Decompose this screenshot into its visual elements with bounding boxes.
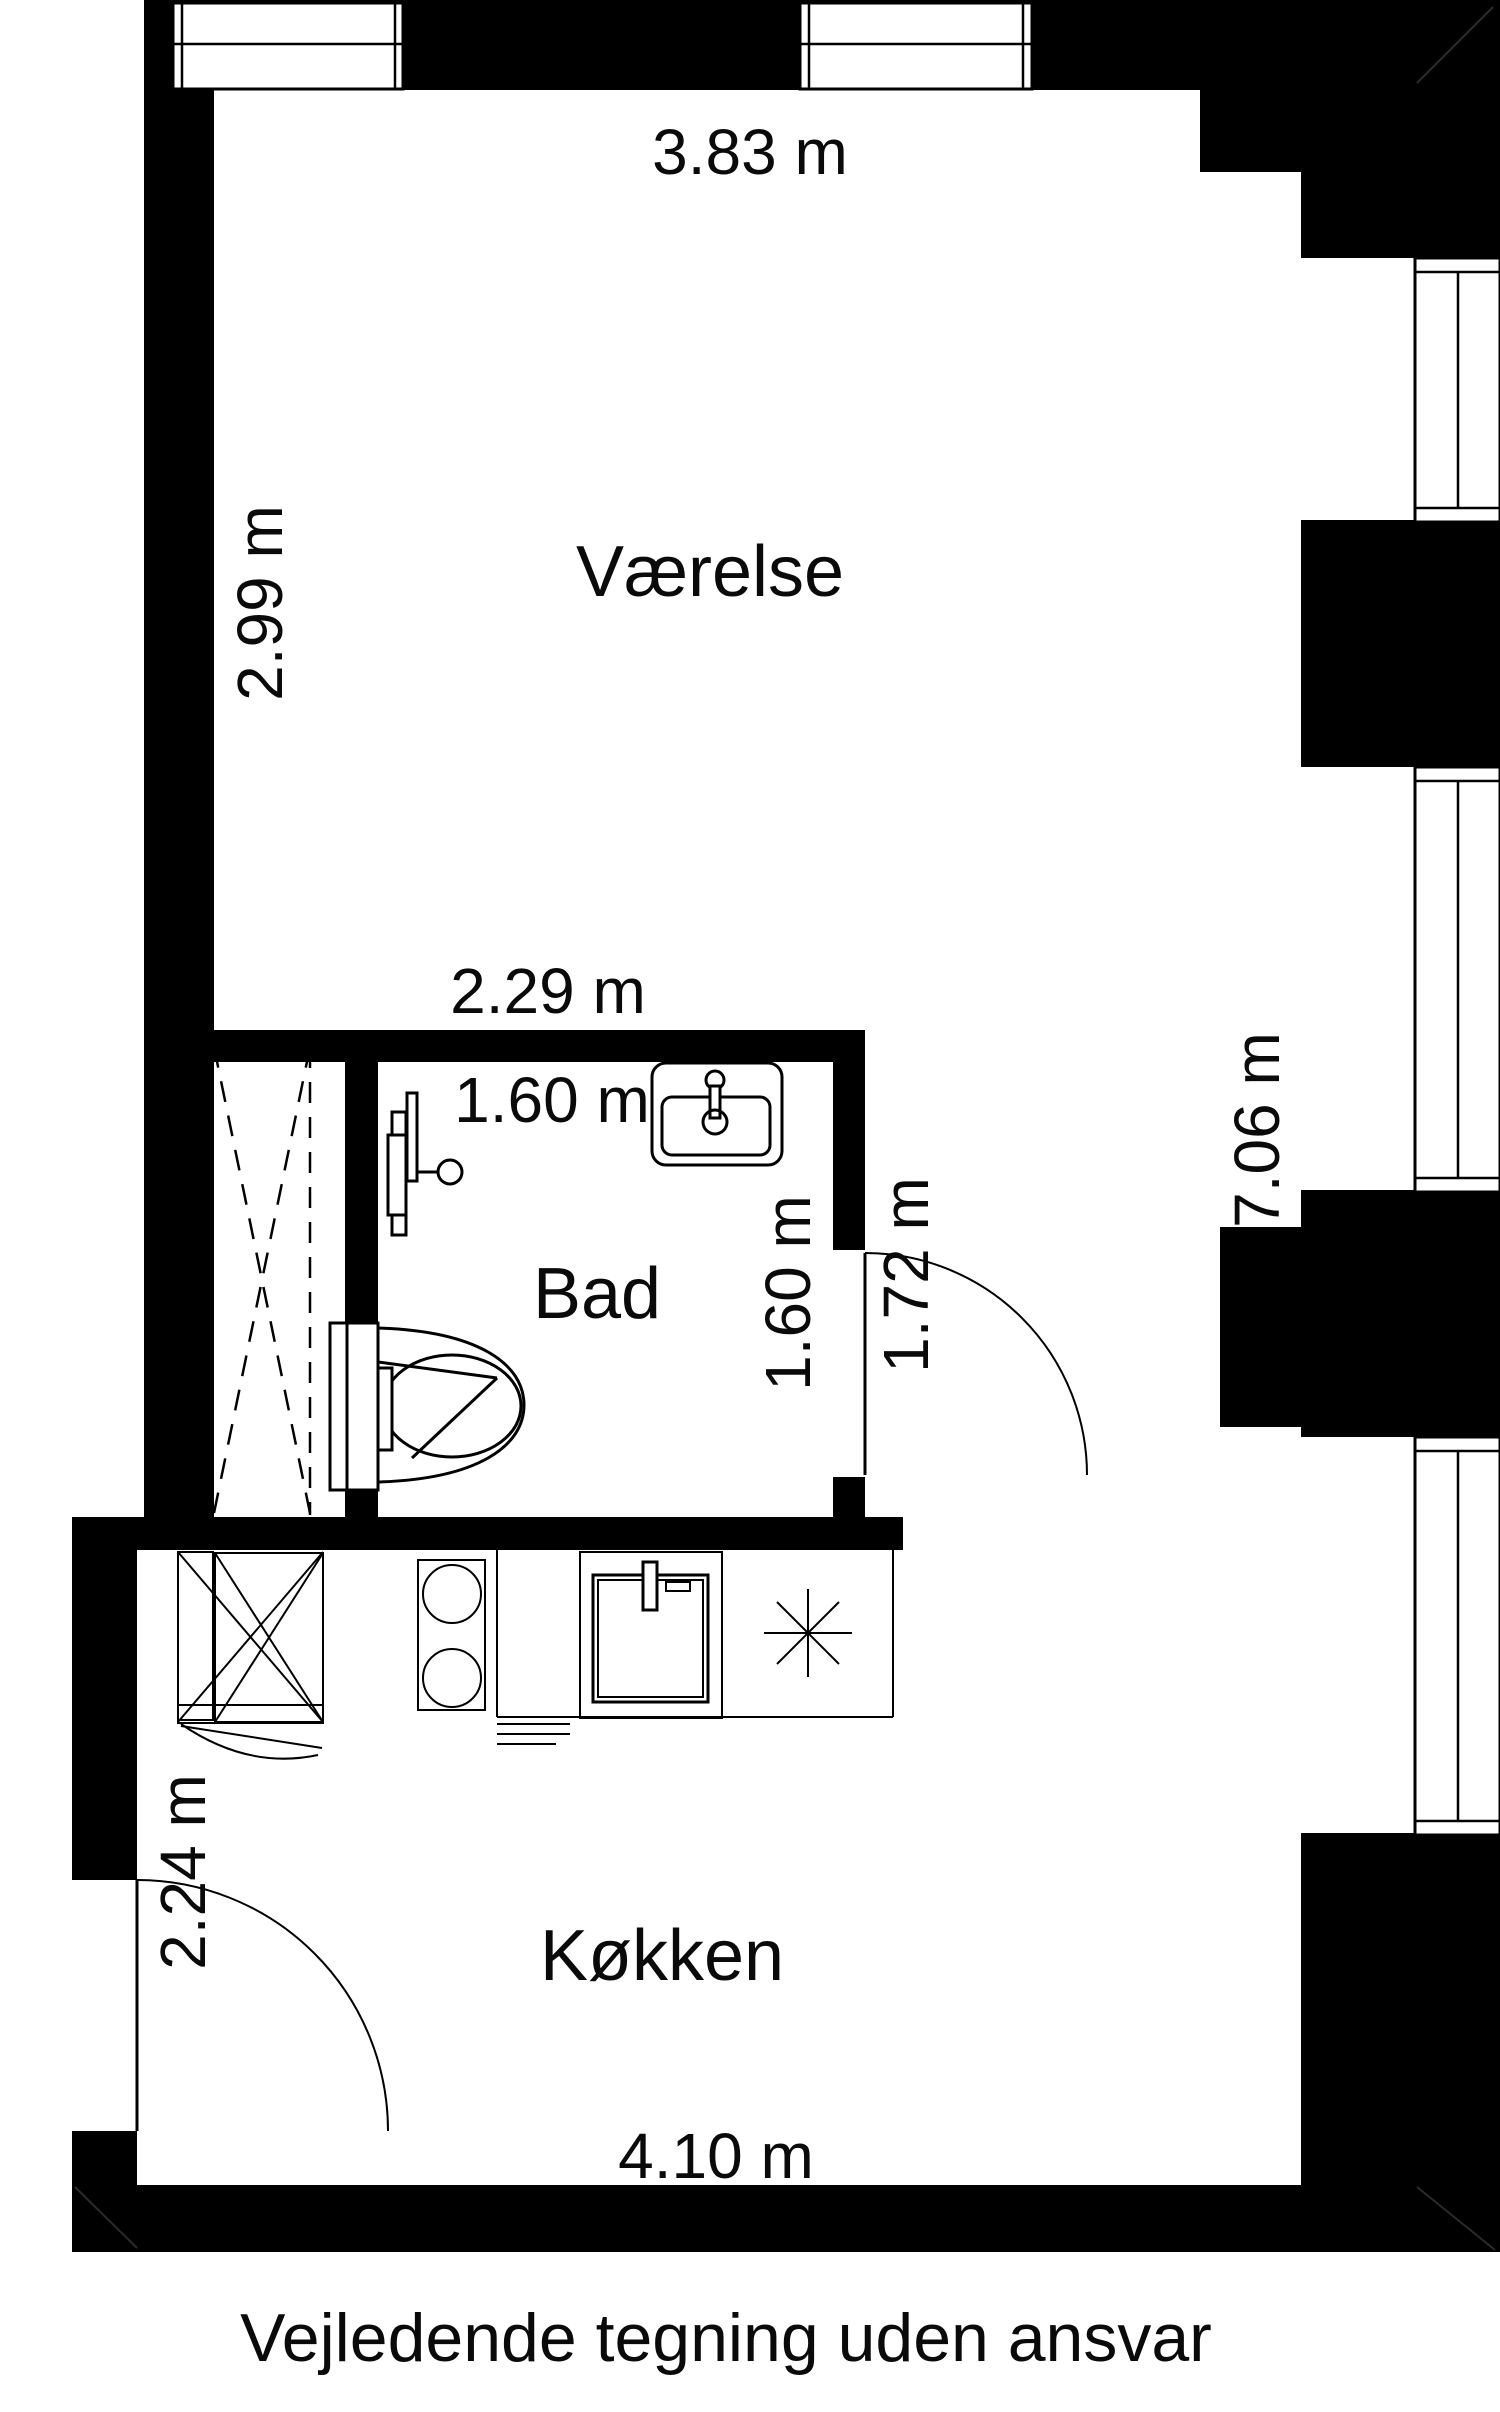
wall-miter-top-right xyxy=(1416,6,1494,84)
radiator-icon xyxy=(497,1723,570,1745)
window-icon xyxy=(1413,765,1500,1194)
dim-bath-width: 2.29 m xyxy=(450,955,646,1027)
door-swing-arc xyxy=(864,1252,1088,1476)
walls xyxy=(72,0,1500,2252)
window-icon xyxy=(798,1,1034,91)
wall-right-block-2 xyxy=(1301,1190,1500,1437)
window-icon xyxy=(1413,1435,1500,1837)
wall-bottom xyxy=(72,2185,1497,2252)
dim-bath-inner-width: 1.60 m xyxy=(454,1064,650,1136)
shower-enclosure-icon xyxy=(212,1046,312,1515)
wall-right-block-1 xyxy=(1301,520,1500,767)
wall-miter-bottom-right xyxy=(1416,2186,1496,2251)
shower-mixer-icon xyxy=(386,1091,464,1237)
room-label-bad: Bad xyxy=(533,1254,661,1334)
doors xyxy=(135,1252,1088,2132)
wall-bath-top xyxy=(193,1030,865,1062)
cabinet-icon xyxy=(177,1551,324,1760)
window-icon xyxy=(171,1,405,91)
bathroom-sink-icon xyxy=(650,1061,784,1167)
room-label-koekken: Køkken xyxy=(540,1916,784,1996)
windows xyxy=(171,1,1500,1837)
wall-miter-bottom-left xyxy=(74,2186,138,2249)
wall-left-lower-upper xyxy=(72,1517,137,1880)
wall-kitchen-top xyxy=(72,1517,903,1550)
light-point-icon xyxy=(764,1589,852,1677)
room-label-vaerelse: Værelse xyxy=(576,532,844,612)
bathroom-fixtures xyxy=(212,1046,784,1515)
door-swing-arc xyxy=(136,1879,389,2132)
wall-right-pier xyxy=(1220,1227,1305,1427)
dim-hall-door-height: 1.72 m xyxy=(870,1177,942,1373)
labels: Værelse Bad Køkken 3.83 m 2.99 m 2.29 m … xyxy=(147,116,1293,2376)
dim-kitchen-door-height: 2.24 m xyxy=(147,1774,219,1970)
kitchen-fixtures xyxy=(177,1550,894,1760)
kitchen-sink-icon xyxy=(579,1551,723,1719)
wall-bath-right-upper xyxy=(833,1030,865,1250)
wall-top-right-b xyxy=(1301,170,1500,258)
dim-kitchen-width: 4.10 m xyxy=(618,2120,814,2192)
dim-left-height: 2.99 m xyxy=(224,505,296,701)
dim-bath-door-height: 1.60 m xyxy=(752,1195,824,1391)
wall-bath-right-lower xyxy=(833,1477,865,1519)
stove-icon xyxy=(417,1559,486,1711)
disclaimer-text: Vejledende tegning uden ansvar xyxy=(240,2300,1212,2376)
dim-right-height: 7.06 m xyxy=(1221,1032,1293,1228)
wall-top-right-a xyxy=(1200,88,1500,172)
window-icon xyxy=(1413,256,1500,524)
door-swing-icon xyxy=(135,1879,389,2132)
wall-right-block-3 xyxy=(1301,1833,1500,2252)
toilet-icon xyxy=(328,1321,526,1492)
dim-top-width: 3.83 m xyxy=(652,116,848,188)
wall-left xyxy=(144,0,214,1517)
door-swing-icon xyxy=(863,1252,1088,1476)
